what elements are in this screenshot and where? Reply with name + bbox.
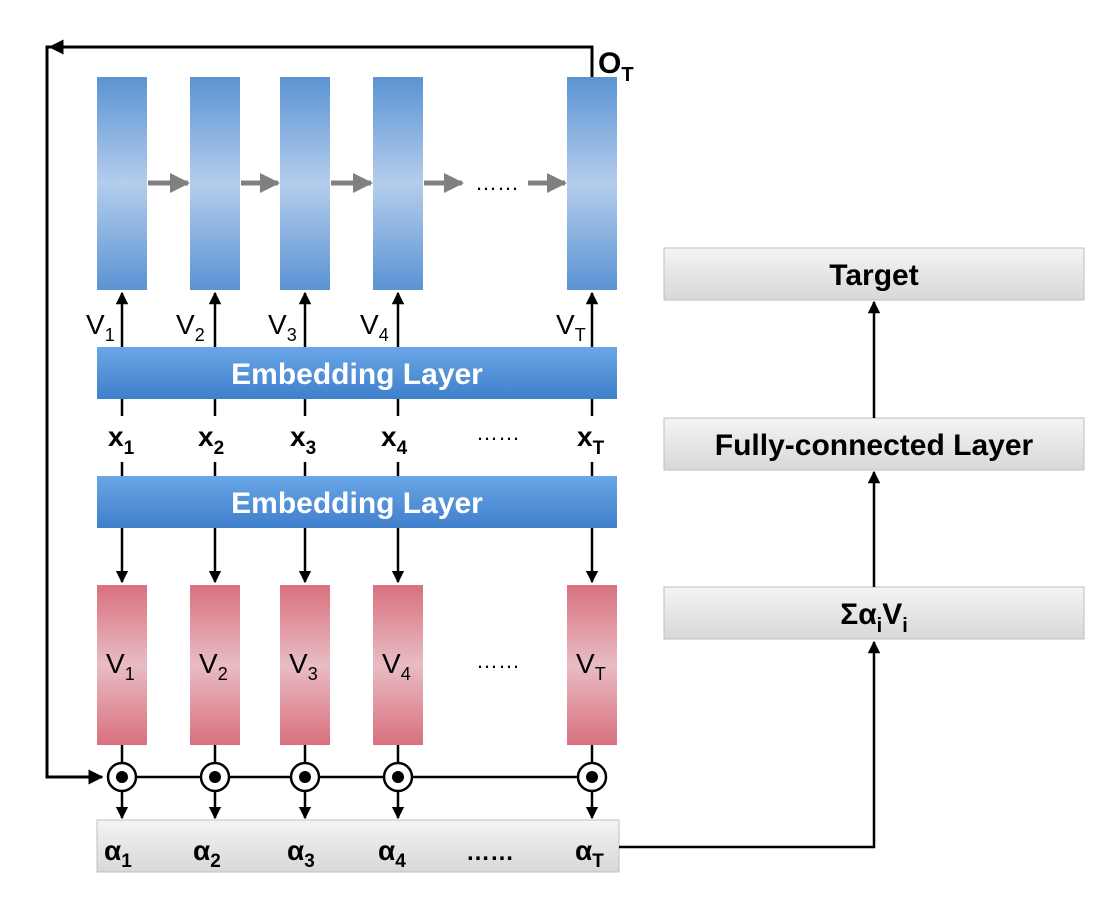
output-label: OT <box>598 47 634 86</box>
value-box-t-label: VT <box>576 648 606 684</box>
lstm-cell-3 <box>280 77 330 290</box>
value-box-3-label: V3 <box>289 648 318 684</box>
value-box-2 <box>190 585 240 745</box>
embedding-layer-bottom-label: Embedding Layer <box>231 487 483 520</box>
v-label-2: V2 <box>176 309 205 345</box>
alpha-label-t: αT <box>575 835 604 872</box>
fully-connected-label: Fully-connected Layer <box>715 429 1034 462</box>
multiply-icon-1 <box>106 761 138 793</box>
value-box-2-label: V2 <box>199 648 228 684</box>
value-box-4-label: V4 <box>382 648 411 684</box>
lstm-cell-4 <box>373 77 423 290</box>
value-box-3 <box>280 585 330 745</box>
top-ellipsis: …… <box>475 170 519 195</box>
v-label-1: V1 <box>86 309 115 345</box>
x-ellipsis: …… <box>476 420 520 445</box>
embedding-layer-top <box>97 347 617 399</box>
alpha-label-3: α3 <box>287 835 315 872</box>
x-label-3: x3 <box>290 421 316 459</box>
value-box-4 <box>373 585 423 745</box>
value-ellipsis: …… <box>476 648 520 673</box>
multiply-icon-t <box>576 761 608 793</box>
lstm-cell-2 <box>190 77 240 290</box>
lstm-cell-1 <box>97 77 147 290</box>
multiply-icon-4 <box>382 761 414 793</box>
v-label-t: VT <box>556 309 586 345</box>
embedding-layer-top-label: Embedding Layer <box>231 358 483 391</box>
alpha-box <box>96 819 620 873</box>
value-box-t <box>567 585 617 745</box>
alpha-to-sum-line <box>619 640 881 849</box>
alpha-label-1: α1 <box>104 835 132 872</box>
x-label-t: xT <box>577 421 605 459</box>
target-box <box>663 247 1085 301</box>
v-label-3: V3 <box>268 309 297 345</box>
v-label-4: V4 <box>360 309 389 345</box>
alpha-ellipsis: …… <box>466 839 514 866</box>
x-label-4: x4 <box>381 421 408 459</box>
x-label-2: x2 <box>198 421 224 459</box>
sum-label: ΣαiVi <box>840 598 908 637</box>
lstm-cell-t <box>567 77 617 290</box>
alpha-label-2: α2 <box>193 835 221 872</box>
fully-connected-box <box>663 417 1085 471</box>
multiply-icon-3 <box>289 761 321 793</box>
value-box-1-label: V1 <box>106 648 135 684</box>
alpha-label-4: α4 <box>378 835 406 872</box>
target-label: Target <box>829 259 918 292</box>
embedding-layer-bottom <box>97 476 617 528</box>
multiply-icon-2 <box>199 761 231 793</box>
value-box-1 <box>97 585 147 745</box>
feedback-loop-line <box>45 45 594 785</box>
sum-box <box>663 586 1085 640</box>
x-label-1: x1 <box>108 421 135 459</box>
